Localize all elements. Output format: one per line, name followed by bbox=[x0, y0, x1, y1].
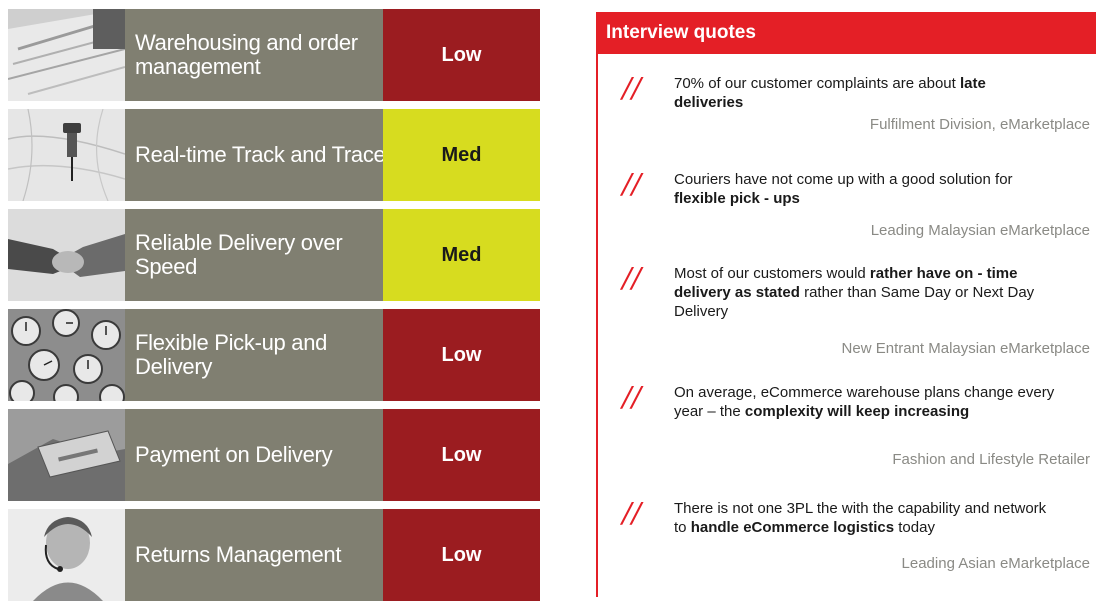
interview-quotes-panel: Interview quotes // 70% of our customer … bbox=[596, 12, 1096, 597]
rating-badge-med: Med bbox=[383, 109, 540, 201]
capability-row: Real-time Track and Trace Med bbox=[8, 109, 543, 201]
quote-mark-icon: // bbox=[622, 260, 641, 297]
capability-row: Warehousing and order management Low bbox=[8, 9, 543, 101]
panel-divider bbox=[596, 54, 598, 597]
quote-mark-icon: // bbox=[622, 495, 641, 532]
capability-row: Returns Management Low bbox=[8, 509, 543, 601]
capability-label: Warehousing and order management bbox=[125, 9, 387, 101]
rating-badge-low: Low bbox=[383, 309, 540, 401]
quote-text: 70% of our customer complaints are about… bbox=[674, 75, 986, 111]
quote-source: Fulfilment Division, eMarketplace bbox=[869, 116, 1090, 133]
capability-row: Flexible Pick-up and Delivery Low bbox=[8, 309, 543, 401]
capability-row: Reliable Delivery over Speed Med bbox=[8, 209, 543, 301]
capability-label: Reliable Delivery over Speed bbox=[125, 209, 387, 301]
panel-title: Interview quotes bbox=[596, 12, 1096, 54]
quote-text: There is not one 3PL the with the capabi… bbox=[674, 500, 1047, 536]
quote-mark-icon: // bbox=[622, 379, 641, 416]
quote-text: On average, eCommerce warehouse plans ch… bbox=[674, 384, 1055, 420]
call-center-agent-image bbox=[8, 509, 125, 601]
rating-badge-low: Low bbox=[383, 509, 540, 601]
quote-source: New Entrant Malaysian eMarketplace bbox=[841, 340, 1090, 357]
rating-badge-low: Low bbox=[383, 9, 540, 101]
quote-mark-icon: // bbox=[622, 166, 641, 203]
quote-source: Leading Asian eMarketplace bbox=[901, 555, 1090, 572]
quote-source: Leading Malaysian eMarketplace bbox=[870, 222, 1090, 239]
capability-label: Returns Management bbox=[125, 509, 387, 601]
capability-row: Payment on Delivery Low bbox=[8, 409, 543, 501]
credit-card-image bbox=[8, 409, 125, 501]
rating-badge-med: Med bbox=[383, 209, 540, 301]
capability-label: Flexible Pick-up and Delivery bbox=[125, 309, 387, 401]
capability-label: Real-time Track and Trace bbox=[125, 109, 387, 201]
clocks-image bbox=[8, 309, 125, 401]
quote-source: Fashion and Lifestyle Retailer bbox=[892, 451, 1090, 468]
handshake-image bbox=[8, 209, 125, 301]
rating-badge-low: Low bbox=[383, 409, 540, 501]
capability-label: Payment on Delivery bbox=[125, 409, 387, 501]
chart-paper-image bbox=[8, 9, 125, 101]
map-pin-image bbox=[8, 109, 125, 201]
quote-text: Most of our customers would rather have … bbox=[674, 265, 1035, 320]
quote-mark-icon: // bbox=[622, 70, 641, 107]
quote-text: Couriers have not come up with a good so… bbox=[674, 171, 1013, 207]
